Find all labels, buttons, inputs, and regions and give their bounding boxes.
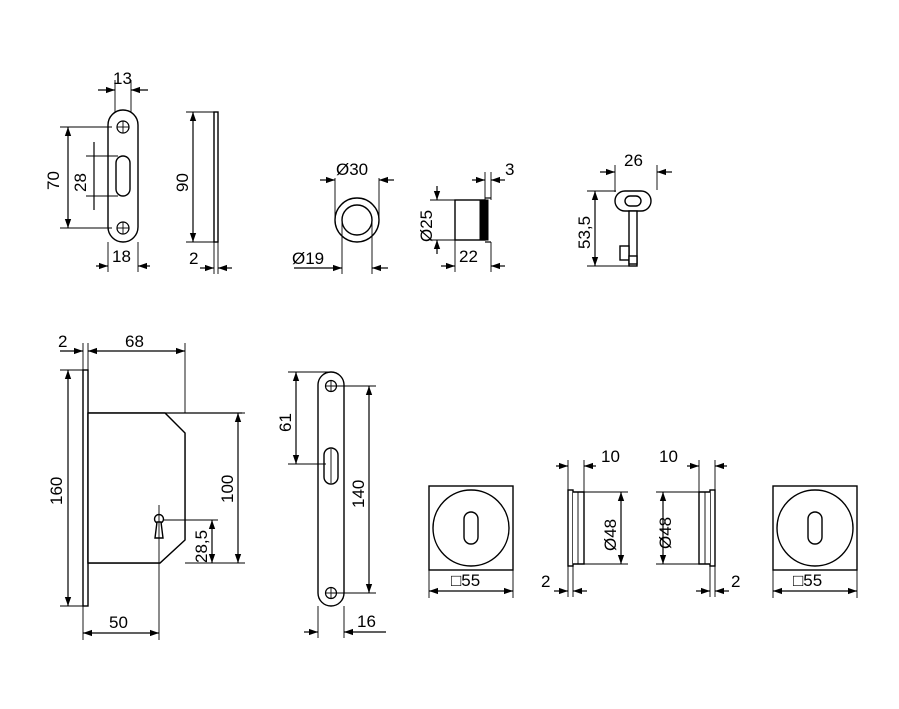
dimension-lock-faceplate: 2: [58, 332, 89, 370]
dimension-pull-depth: 3: [472, 160, 514, 200]
rosette-right-front: [772, 485, 858, 571]
dimension-key-width: 26: [600, 151, 672, 192]
dimension-rosette-mid-right-thickness: 2: [696, 566, 740, 597]
label-rosette-mid-left-depth: 10: [601, 447, 620, 466]
rosette-mid-right-side: [698, 489, 716, 567]
rosette-left-front: [428, 485, 514, 571]
dimension-rosette-right-size: □55: [772, 570, 858, 598]
label-rosette-mid-right-thickness: 2: [731, 572, 740, 591]
label-pull-inner: Ø19: [292, 249, 324, 268]
dimension-key-height: 53,5: [575, 190, 630, 267]
dimension-edge-height: 90: [173, 111, 214, 243]
strike-plate-front: [107, 109, 139, 243]
label-rosette-mid-left-thickness: 2: [541, 572, 550, 591]
dimension-lock-body: 100: [185, 412, 245, 564]
label-pull-outer: Ø30: [336, 160, 368, 179]
label-plate-length: 140: [349, 480, 368, 508]
dimension-strike-bottom: 18: [96, 242, 150, 272]
dimension-plate-width: 16: [304, 606, 386, 638]
lock-faceplate-front: [317, 371, 345, 607]
label-strike-height: 70: [44, 171, 63, 190]
dimension-rosette-mid-left-thickness: 2: [541, 566, 587, 597]
flush-pull-side: [454, 197, 491, 243]
dimension-plate-span: 61: [276, 371, 330, 465]
label-lock-depth: 68: [125, 332, 144, 351]
dimension-rosette-mid-right-depth: 10: [659, 447, 727, 492]
dimension-rosette-mid-left-diameter: Ø48: [584, 491, 628, 565]
mortise-lock-body: [82, 369, 242, 607]
dimension-rosette-mid-left-depth: 10: [556, 447, 620, 492]
rosette-mid-left-side: [567, 489, 585, 567]
label-rosette-right-size: □55: [793, 571, 822, 590]
label-key-width: 26: [624, 151, 643, 170]
dimension-lock-keyhole: 28,5: [164, 519, 218, 563]
key-drawing: [614, 190, 652, 267]
label-lock-faceplate: 2: [58, 332, 67, 351]
label-rosette-mid-left-diameter: Ø48: [601, 519, 620, 551]
label-pull-depth: 3: [505, 160, 514, 179]
dimension-pull-outer: Ø30: [320, 160, 394, 220]
label-rosette-left-size: □55: [451, 571, 480, 590]
label-strike-bottom: 18: [112, 247, 131, 266]
dimension-lock-height: 160: [47, 369, 83, 607]
dimension-strike-width: 13: [98, 69, 148, 112]
dimension-strike-height: 70: [44, 126, 112, 229]
label-edge-height: 90: [173, 173, 192, 192]
label-pull-side-length: 22: [459, 247, 478, 266]
dimension-strike-slot: 28: [71, 142, 118, 210]
dimension-plate-length: 140: [332, 385, 376, 594]
flush-pull-front: [334, 197, 380, 243]
dimension-lock-depth: 68: [88, 332, 186, 413]
label-lock-height: 160: [47, 477, 66, 505]
label-plate-span: 61: [276, 413, 295, 432]
dimension-rosette-left-size: □55: [428, 570, 514, 598]
dimension-edge-thickness: 2: [189, 242, 232, 274]
label-rosette-mid-right-diameter: Ø48: [656, 517, 675, 549]
label-edge-thickness: 2: [189, 249, 198, 268]
dimension-lock-backset: 50: [82, 546, 160, 640]
label-pull-side-diameter: Ø25: [417, 210, 436, 242]
label-plate-width: 16: [357, 612, 376, 631]
label-rosette-mid-right-depth: 10: [659, 447, 678, 466]
dimension-pull-inner: Ø19: [292, 222, 388, 274]
dimension-pull-side-diameter: Ø25: [417, 186, 455, 254]
label-key-height: 53,5: [575, 216, 594, 249]
strike-plate-side: [213, 111, 219, 243]
label-lock-keyhole: 28,5: [192, 530, 211, 563]
dimension-rosette-mid-right-diameter: Ø48: [656, 491, 699, 565]
label-strike-slot: 28: [71, 173, 90, 192]
label-lock-body: 100: [218, 475, 237, 503]
dimension-pull-side-length: 22: [441, 240, 505, 272]
label-lock-backset: 50: [109, 613, 128, 632]
label-strike-width: 13: [113, 69, 132, 88]
